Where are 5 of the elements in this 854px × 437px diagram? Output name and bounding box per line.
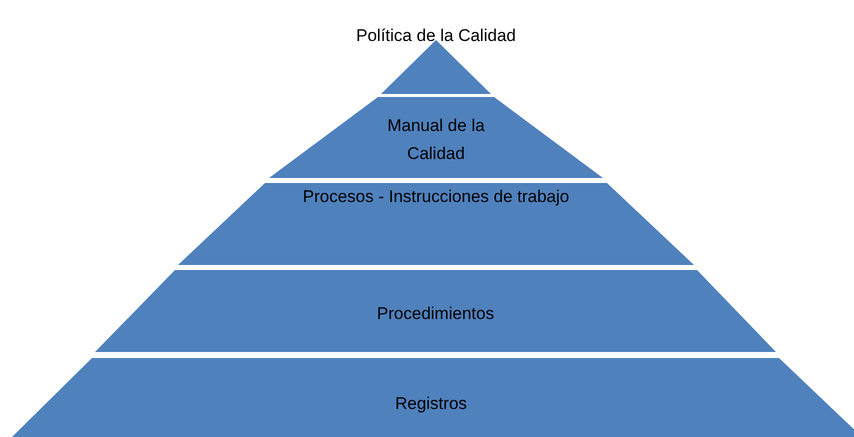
- level-label: Procesos - Instrucciones de trabajo: [302, 186, 570, 208]
- level-label: Política de la Calidad: [356, 25, 516, 47]
- level-label: Manual de la Calidad: [386, 115, 486, 165]
- level-label: Procedimientos: [376, 303, 496, 325]
- level-label: Registros: [394, 393, 468, 415]
